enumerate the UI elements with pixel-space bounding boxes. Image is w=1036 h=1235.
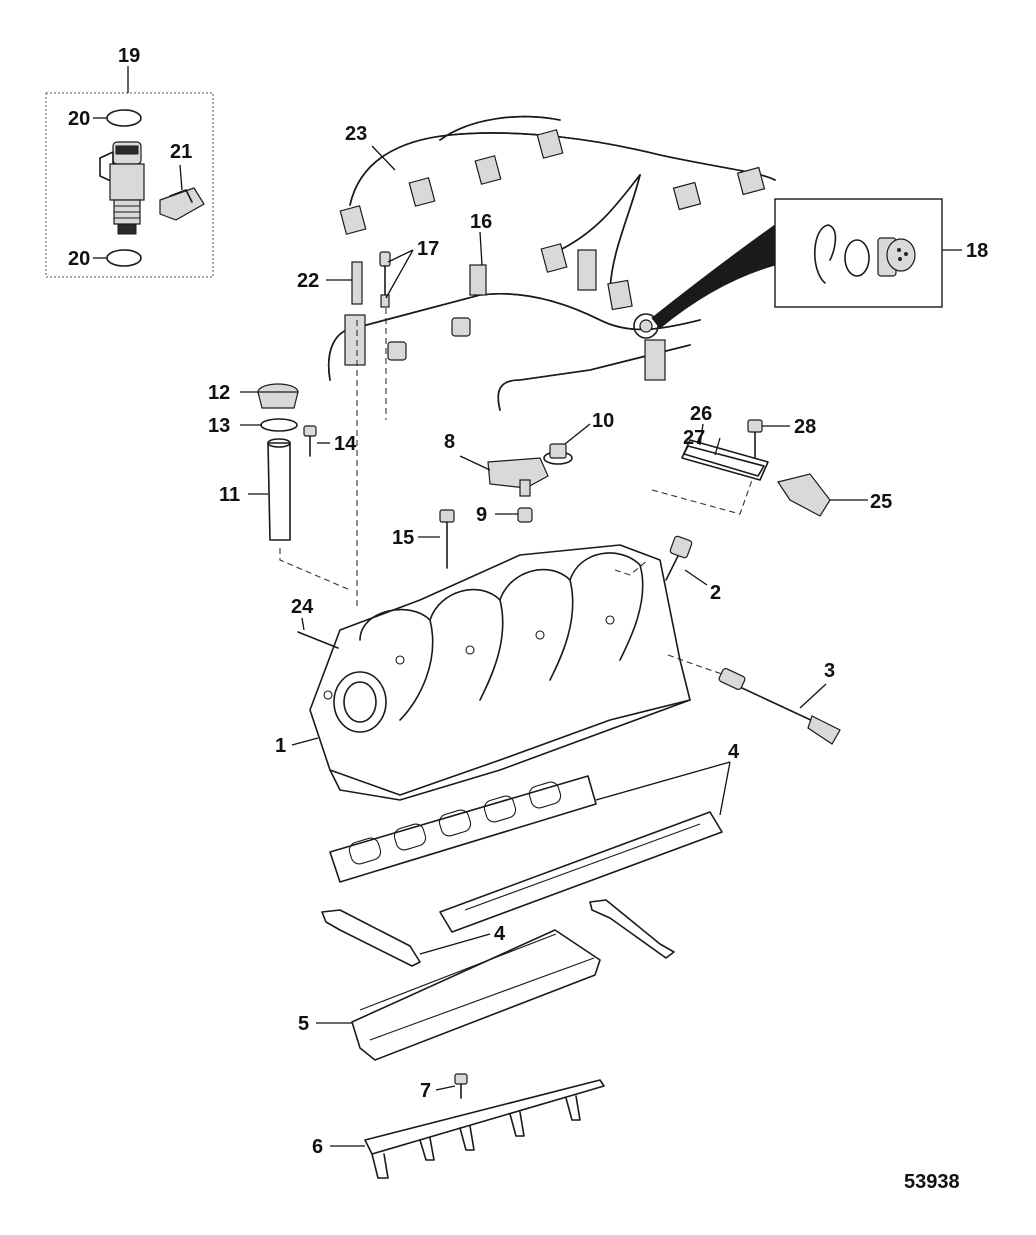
oil-fill-tube-group <box>240 383 330 541</box>
valley-pan <box>316 929 601 1061</box>
callout-20-upper: 20 <box>68 108 90 130</box>
gasket-upper <box>329 761 731 933</box>
callout-3: 3 <box>824 660 835 682</box>
callout-27: 27 <box>683 427 705 449</box>
intake-manifold <box>291 544 691 801</box>
bolt-15 <box>418 509 455 569</box>
callout-16: 16 <box>470 211 492 233</box>
stud-24 <box>297 617 339 649</box>
callout-24: 24 <box>291 596 314 618</box>
callout-18: 18 <box>966 240 988 262</box>
wiring-harness <box>339 115 776 311</box>
injector-clip <box>159 187 205 221</box>
zoom-wedge <box>651 224 776 329</box>
sensor-gasket-group <box>681 419 868 517</box>
callout-12: 12 <box>208 382 230 404</box>
callout-17: 17 <box>417 238 439 260</box>
callout-6: 6 <box>312 1136 323 1158</box>
harness-connector <box>339 205 367 235</box>
bracket-6 <box>330 1079 605 1179</box>
callout-14: 14 <box>334 433 357 455</box>
callout-13: 13 <box>208 415 230 437</box>
callout-labels: 19 20 21 20 23 16 17 22 18 12 13 14 11 8… <box>68 45 988 1193</box>
callout-28: 28 <box>794 416 816 438</box>
o-ring-lower <box>106 249 142 267</box>
callout-4-upper: 4 <box>728 741 740 763</box>
callout-21: 21 <box>170 141 192 163</box>
map-sensor-group <box>459 423 591 523</box>
fuel-injector <box>99 141 145 235</box>
callout-4-lower: 4 <box>494 923 506 945</box>
fuel-rail <box>328 249 701 411</box>
callout-1: 1 <box>275 735 286 757</box>
gasket-lower <box>321 899 675 967</box>
callout-9: 9 <box>476 504 487 526</box>
callout-5: 5 <box>298 1013 309 1035</box>
bolt-7 <box>435 1073 468 1099</box>
sensor-cable-3 <box>718 667 841 745</box>
o-ring-upper <box>106 109 142 127</box>
schrader-valve-parts <box>326 249 414 308</box>
callout-10: 10 <box>592 410 614 432</box>
callout-19: 19 <box>118 45 140 67</box>
callout-7: 7 <box>420 1080 431 1102</box>
callout-20-lower: 20 <box>68 248 90 270</box>
injector-inset <box>45 66 214 278</box>
callout-25: 25 <box>870 491 892 513</box>
callout-2: 2 <box>710 582 721 604</box>
callout-15: 15 <box>392 527 414 549</box>
callout-8: 8 <box>444 431 455 453</box>
diagram-id: 53938 <box>904 1171 960 1193</box>
sensor-2 <box>665 535 708 586</box>
callout-26: 26 <box>690 403 712 425</box>
callout-23: 23 <box>345 123 367 145</box>
fitting-inset <box>774 198 962 308</box>
callout-22: 22 <box>297 270 319 292</box>
callout-11: 11 <box>219 484 240 506</box>
